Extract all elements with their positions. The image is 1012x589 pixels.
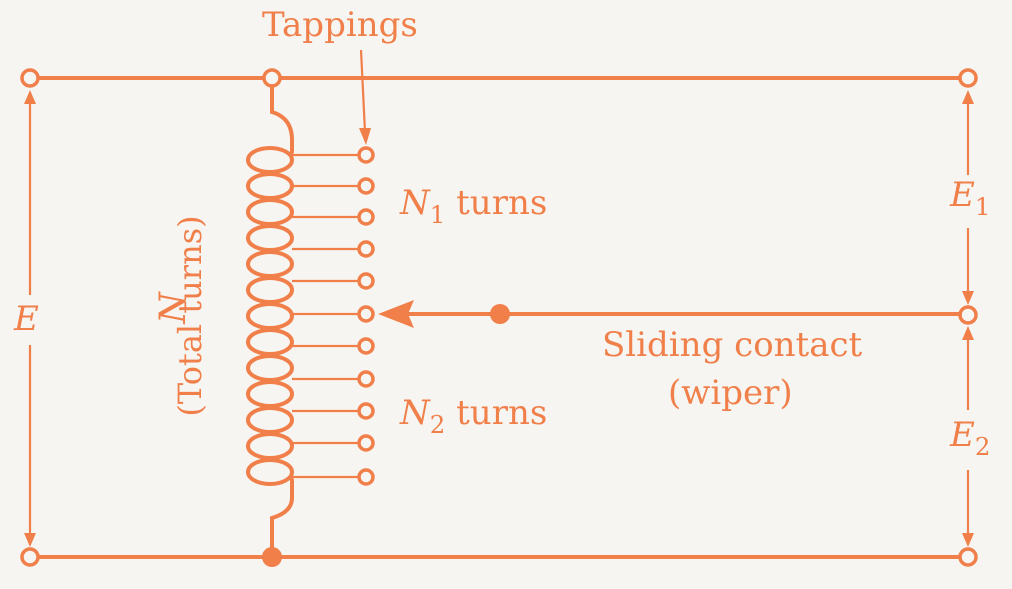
tappings-pointer-arrow <box>359 49 371 145</box>
input-voltage-label: E <box>14 299 39 339</box>
tappings-label: Tappings <box>262 5 418 45</box>
voltage-arrow-e2 <box>962 326 974 547</box>
output-terminal-bottom <box>958 547 978 567</box>
voltage-arrow-e <box>24 90 36 547</box>
voltage-arrow-e1 <box>962 90 974 305</box>
wiper-label: (wiper) <box>668 373 793 413</box>
total-turns-label: (Total turns) <box>171 215 209 417</box>
output-terminal-middle <box>958 305 978 325</box>
coil-bottom-node <box>262 547 282 567</box>
coil-top-node <box>262 68 282 88</box>
output-terminal-top <box>958 68 978 88</box>
tapping-terminals <box>292 146 375 486</box>
coil-bottom-lead <box>270 478 294 559</box>
n1-turns-label: N1 turns <box>400 183 548 229</box>
e1-voltage-label: E1 <box>950 175 991 221</box>
transformer-coil <box>246 146 294 486</box>
e2-voltage-label: E2 <box>950 415 991 461</box>
sliding-contact-label: Sliding contact <box>602 325 863 365</box>
input-terminal-top <box>20 68 40 88</box>
input-terminal-bottom <box>20 547 40 567</box>
n2-turns-label: N2 turns <box>400 393 548 439</box>
sliding-contact-wiper <box>378 300 962 328</box>
coil-top-lead <box>270 84 294 154</box>
